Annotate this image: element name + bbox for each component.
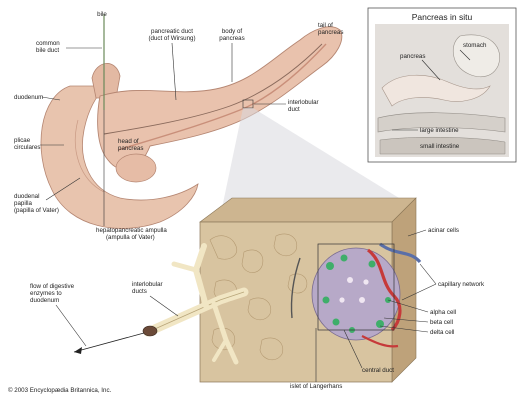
label-duodenal-papilla-2: papilla <box>14 200 32 207</box>
label-flow-digestive-3: duodenum <box>30 297 59 304</box>
copyright-text: © 2003 Encyclopædia Britannica, Inc. <box>8 387 112 394</box>
islet-of-langerhans-shape <box>312 248 400 340</box>
label-acinar-cells: acinar cells <box>428 227 459 234</box>
label-body-of-pancreas-1: body of <box>222 28 243 35</box>
label-duodenal-papilla-1: duodenal <box>14 193 39 200</box>
label-hepatopancreatic-ampulla-2: (ampulla of Vater) <box>106 234 155 241</box>
label-interlobular-duct-2: duct <box>288 106 300 113</box>
label-capillary-network: capillary network <box>438 281 485 288</box>
inset-label-pancreas: pancreas <box>400 53 425 60</box>
inset-title: Pancreas in situ <box>412 12 473 22</box>
label-duodenal-papilla-3: (papilla of Vater) <box>14 207 59 214</box>
label-plicae-circulares-1: plicae <box>14 137 31 144</box>
label-plicae-circulares-2: circulares <box>14 144 40 151</box>
label-pancreatic-duct-2: (duct of Wirsung) <box>148 35 195 42</box>
label-flow-digestive-2: enzymes to <box>30 290 62 297</box>
label-central-duct: central duct <box>362 367 394 374</box>
label-duodenum: duodenum <box>14 94 43 101</box>
label-tail-of-pancreas-2: pancreas <box>318 29 343 36</box>
label-common-bile-duct-1: common <box>36 40 60 47</box>
label-flow-digestive-1: flow of digestive <box>30 283 75 290</box>
inset-label-small-intestine: small intestine <box>420 143 460 150</box>
label-head-of-pancreas-2: pancreas <box>118 145 143 152</box>
label-tail-of-pancreas-1: tail of <box>318 22 333 29</box>
label-interlobular-ducts-1: interlobular <box>132 281 163 288</box>
label-islet-of-langerhans: islet of Langerhans <box>290 383 342 390</box>
inset-panel: Pancreas in situ stomach pancreas large … <box>368 8 516 162</box>
label-hepatopancreatic-ampulla-1: hepatopancreatic ampulla <box>96 227 167 234</box>
label-common-bile-duct-2: bile duct <box>36 47 59 54</box>
label-body-of-pancreas-2: pancreas <box>219 35 244 42</box>
label-interlobular-ducts-2: ducts <box>132 288 147 295</box>
label-bile: bile <box>97 11 107 18</box>
label-head-of-pancreas-1: head of <box>118 138 139 145</box>
label-interlobular-duct-1: interlobular <box>288 99 319 106</box>
label-delta-cell: delta cell <box>430 329 454 336</box>
label-beta-cell: beta cell <box>430 319 453 326</box>
inset-label-large-intestine: large intestine <box>420 127 459 134</box>
inset-label-stomach: stomach <box>463 42 487 49</box>
label-pancreatic-duct-1: pancreatic duct <box>151 28 193 35</box>
label-alpha-cell: alpha cell <box>430 309 456 316</box>
